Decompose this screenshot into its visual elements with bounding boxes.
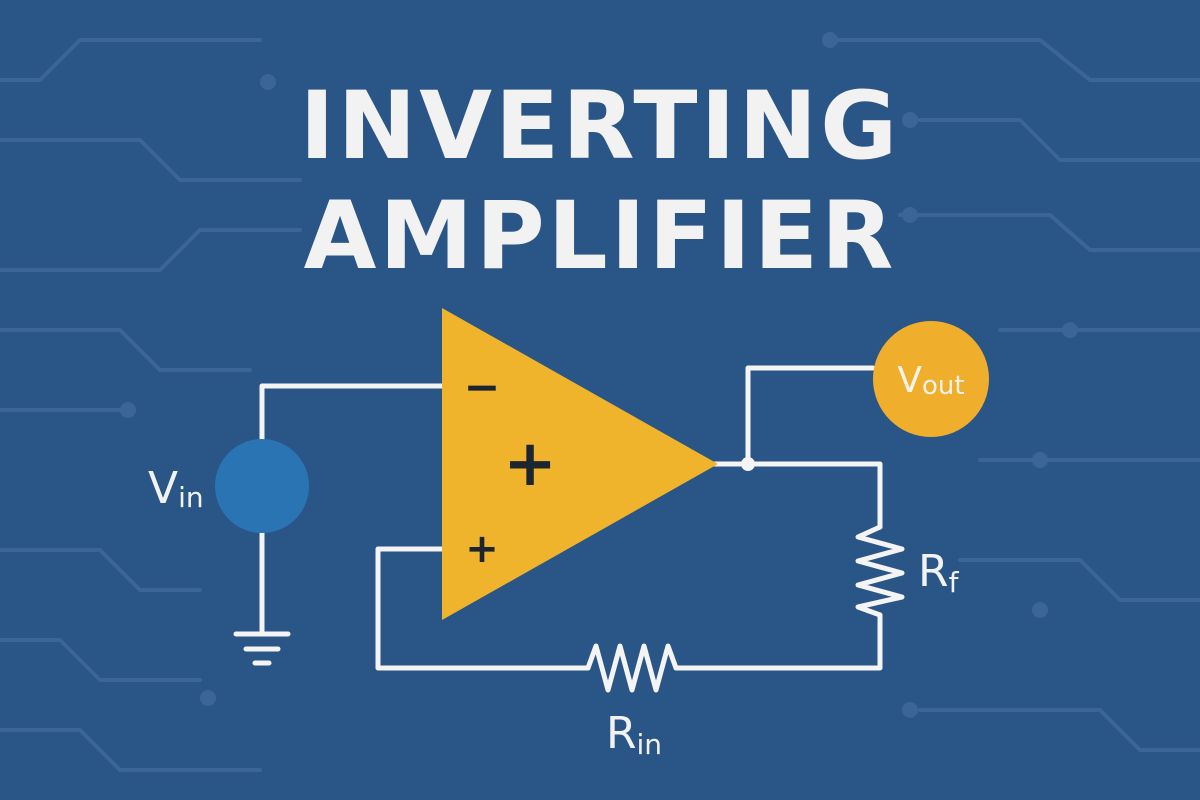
vout-label-sub: out — [922, 371, 965, 401]
resistor-rin — [585, 643, 679, 693]
rin-label-sub: in — [637, 728, 663, 761]
wire-output-to-vout — [745, 365, 876, 467]
rf-label-sub: f — [949, 566, 960, 599]
trace-left-4 — [0, 328, 252, 372]
ground-symbol — [233, 631, 291, 666]
trace-right-3 — [898, 213, 1200, 252]
rf-label: Rf — [918, 546, 960, 599]
wire-rf-top — [745, 461, 883, 530]
opamp-triangle — [442, 308, 718, 620]
vin-label-main: V — [148, 463, 178, 514]
trace-node — [902, 207, 918, 223]
trace-node — [260, 74, 276, 90]
trace-left-6 — [0, 548, 202, 592]
wire-noninverting-loop-left — [375, 546, 591, 671]
vin-label: Vin — [148, 463, 204, 514]
wire-rin-to-rf — [673, 612, 883, 671]
vout-node-circle — [873, 321, 989, 437]
trace-left-8 — [0, 728, 262, 772]
circuit-wires — [259, 365, 883, 671]
trace-left-3 — [0, 228, 302, 272]
trace-left-7 — [0, 638, 202, 682]
trace-node — [1032, 602, 1048, 618]
trace-right-1 — [828, 38, 1200, 82]
trace-right-7 — [918, 708, 1200, 752]
trace-node — [1032, 452, 1048, 468]
rf-label-main: R — [918, 546, 949, 597]
rin-label-main: R — [606, 708, 637, 759]
opamp-center-sign: + — [503, 427, 557, 501]
title-line-1: INVERTING — [300, 72, 901, 181]
opamp-noninverting-sign: + — [465, 526, 499, 572]
opamp-inverting-sign: − — [464, 362, 501, 413]
output-junction-dot — [741, 457, 755, 471]
trace-node — [822, 32, 838, 48]
rin-label: Rin — [606, 708, 662, 761]
resistor-rf — [855, 524, 905, 618]
vout-label-main: V — [897, 360, 922, 401]
trace-node — [200, 690, 216, 706]
trace-node — [902, 702, 918, 718]
vin-label-sub: in — [178, 481, 204, 514]
trace-left-2 — [0, 138, 302, 182]
trace-node — [1062, 322, 1078, 338]
trace-right-6 — [958, 558, 1200, 602]
trace-left-1 — [0, 38, 262, 82]
trace-node — [120, 402, 136, 418]
wire-vin-to-inverting-input — [259, 383, 445, 448]
trace-node — [902, 112, 918, 128]
trace-right-2 — [918, 118, 1200, 162]
title-line-2: AMPLIFIER — [304, 182, 897, 291]
vin-source-circle — [215, 439, 309, 533]
vout-label: Vout — [897, 360, 964, 401]
background-circuit-traces — [0, 32, 1200, 772]
